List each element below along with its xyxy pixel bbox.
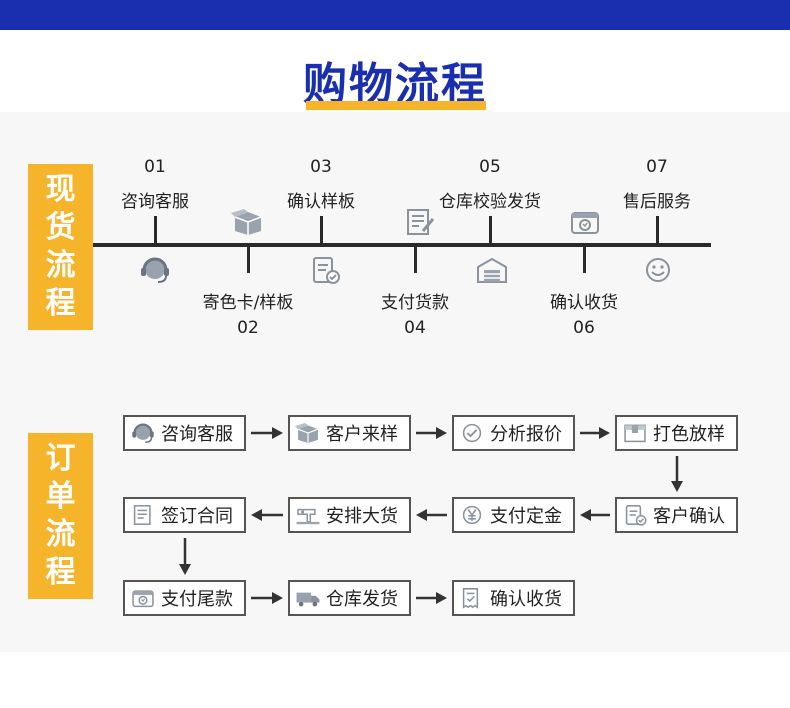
arrow-right-icon [416,427,447,439]
arrow-left-icon [580,509,610,521]
timeline-line [93,243,711,247]
headset-icon [129,420,157,446]
flow-step-label: 客户来样 [326,424,398,445]
step-number-01: 01 [144,157,166,177]
step-number-07: 07 [646,157,668,177]
box-icon [228,205,268,239]
wallet-icon [565,205,605,239]
timeline-tick-01 [154,216,157,244]
timeline-tick-03 [320,216,323,244]
arrow-right-icon [580,427,610,439]
flow-step-box: 支付定金 [452,497,575,533]
smiley-icon [638,253,678,287]
arrow-down-icon [178,538,191,575]
section-label-order: 订单流程 [28,433,93,599]
flow-step-box: 客户来样 [288,415,411,451]
timeline-tick-05 [489,216,492,244]
flow-step-box: 签订合同 [123,497,246,533]
flow-step-label: 咨询客服 [161,424,233,445]
flow-step-label: 仓库发货 [326,589,398,610]
wallet-icon [129,585,157,611]
arrow-right-icon [251,592,283,604]
warehouse-icon [472,253,512,287]
flow-step-label: 签订合同 [161,506,233,527]
receipt-check-icon [458,585,486,611]
arrow-down-icon [670,456,683,492]
headset-icon [135,253,175,287]
flow-step-box: 咨询客服 [123,415,246,451]
section-label-stock: 现货流程 [28,164,93,330]
flow-step-label: 确认收货 [490,589,562,610]
flow-step-box: 仓库发货 [288,580,411,616]
timeline-tick-06 [583,245,586,273]
document-edit-icon [400,205,440,239]
flow-step-box: 分析报价 [452,415,575,451]
arrow-right-icon [251,427,283,439]
truck-icon [294,585,322,611]
box-icon [294,420,322,446]
flow-step-box: 打色放样 [615,415,738,451]
flow-step-box: 确认收货 [452,580,575,616]
step-number-04: 04 [404,318,426,338]
step-number-05: 05 [479,157,501,177]
arrow-left-icon [251,509,283,521]
package-icon [621,420,649,446]
step-label-05: 仓库校验发货 [439,192,541,212]
flow-step-label: 支付尾款 [161,589,233,610]
document-check-icon [305,253,345,287]
contract-icon [129,502,157,528]
check-circle-icon [458,420,486,446]
step-label-03: 确认样板 [287,192,355,212]
flow-step-label: 客户确认 [653,506,725,527]
step-label-02: 寄色卡/样板 [202,293,294,313]
timeline-tick-02 [247,245,250,273]
flow-step-label: 分析报价 [490,424,562,445]
timeline-tick-07 [656,216,659,244]
flow-step-box: 安排大货 [288,497,411,533]
background-band [0,112,790,652]
arrow-left-icon [416,509,447,521]
flow-step-box: 支付尾款 [123,580,246,616]
step-label-01: 咨询客服 [121,192,189,212]
arrow-right-icon [416,592,447,604]
flow-step-box: 客户确认 [615,497,738,533]
step-number-03: 03 [310,157,332,177]
step-number-02: 02 [237,318,259,338]
step-number-06: 06 [573,318,595,338]
sewing-machine-icon [294,502,322,528]
document-check-icon [621,502,649,528]
step-label-04: 支付货款 [381,293,449,313]
step-label-06: 确认收货 [550,293,618,313]
flow-step-label: 打色放样 [653,424,725,445]
title-underline [306,101,486,110]
timeline-tick-04 [414,245,417,273]
yen-icon [458,502,486,528]
flow-step-label: 支付定金 [490,506,562,527]
top-banner [0,0,790,30]
flow-step-label: 安排大货 [326,506,398,527]
step-label-07: 售后服务 [623,192,691,212]
